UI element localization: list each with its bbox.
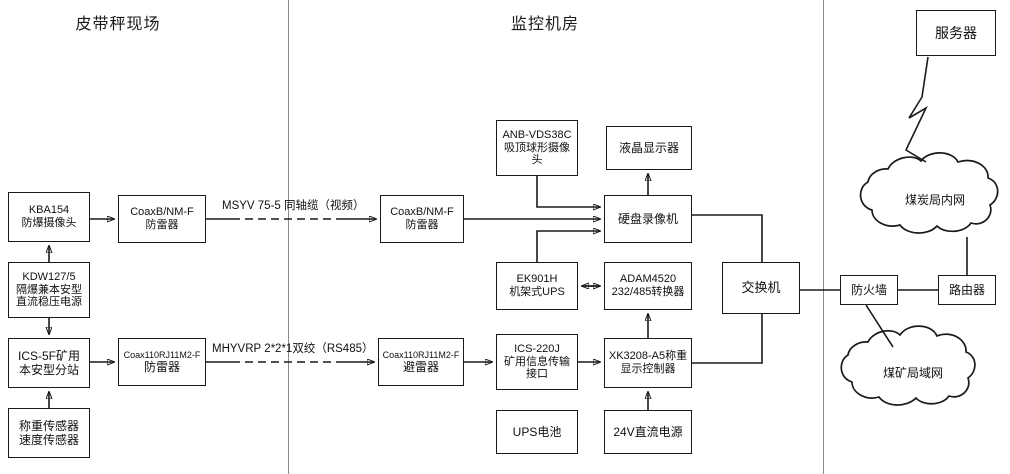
wire-anb-camera-to-dvr <box>536 176 600 207</box>
node-kba154-line-1: KBA154 <box>28 204 70 217</box>
node-coaxb-nmf-room[interactable]: CoaxB/NM-F 防雷器 <box>380 195 464 243</box>
node-sensors[interactable]: 称重传感器 速度传感器 <box>8 408 90 458</box>
wire-server-to-coal-bureau-intranet <box>904 56 929 163</box>
node-coax110-room[interactable]: Coax110RJ11M2-F 避雷器 <box>378 338 464 386</box>
node-adam4520-line-2: 232/485转换器 <box>611 286 685 298</box>
zone-divider-right <box>823 0 824 474</box>
node-router[interactable]: 路由器 <box>938 275 996 305</box>
cloud-label-coal-mine-lan: 煤矿局域网 <box>882 366 943 380</box>
node-dc24v-label: 24V直流电源 <box>613 424 683 439</box>
node-kba154-line-2: 防爆摄像头 <box>21 217 77 229</box>
zone-title-monitoring-room: 监控机房 <box>510 16 579 33</box>
node-anb-camera-line-2: 吸顶球形摄像 <box>504 141 570 154</box>
node-ics5f-line-1: ICS-5F矿用 <box>17 348 80 363</box>
node-kdw127-power[interactable]: KDW127/5 隔爆兼本安型 直流稳压电源 <box>8 262 90 318</box>
node-ics220j-line-3: 接口 <box>526 368 548 381</box>
node-kdw127-line-2: 隔爆兼本安型 <box>16 283 82 296</box>
node-sensors-line-1: 称重传感器 <box>18 418 79 433</box>
node-coax110-field[interactable]: Coax110RJ11M2-F 防雷器 <box>118 338 206 386</box>
node-dvr-label: 硬盘录像机 <box>617 211 678 226</box>
node-router-label: 路由器 <box>948 282 985 297</box>
node-coax110-room-line-2: 避雷器 <box>402 360 439 375</box>
node-dvr[interactable]: 硬盘录像机 <box>604 195 692 243</box>
node-coax110-room-line-1: Coax110RJ11M2-F <box>382 349 460 360</box>
node-ics5f-line-2: 本安型分站 <box>18 363 79 377</box>
node-lcd-monitor[interactable]: 液晶显示器 <box>606 126 692 170</box>
node-adam4520-converter[interactable]: ADAM4520 232/485转换器 <box>604 262 692 310</box>
node-firewall-label: 防火墙 <box>850 282 887 297</box>
node-ics220j-line-1: ICS-220J <box>514 342 560 355</box>
node-coaxb-room-line-1: CoaxB/NM-F <box>390 206 454 219</box>
node-coax110-field-line-1: Coax110RJ11M2-F <box>123 349 201 360</box>
node-coaxb-room-line-2: 防雷器 <box>405 219 439 231</box>
cloud-label-coal-bureau-intranet: 煤炭局内网 <box>904 193 965 207</box>
wire-ek901h-to-dvr <box>536 231 600 262</box>
node-anb-camera-line-3: 头 <box>531 154 543 167</box>
node-coaxb-field-line-2: 防雷器 <box>145 219 179 231</box>
node-ics5f-substation[interactable]: ICS-5F矿用 本安型分站 <box>8 338 90 388</box>
node-coaxb-nmf-field[interactable]: CoaxB/NM-F 防雷器 <box>118 195 206 243</box>
node-ups-battery[interactable]: UPS电池 <box>496 410 578 454</box>
node-server[interactable]: 服务器 <box>916 10 996 56</box>
node-dc24v-power[interactable]: 24V直流电源 <box>604 410 692 454</box>
node-coax110-field-line-2: 防雷器 <box>143 360 180 375</box>
node-sensors-line-2: 速度传感器 <box>18 433 79 447</box>
node-kba154[interactable]: KBA154 防爆摄像头 <box>8 192 90 242</box>
node-ek901h-ups[interactable]: EK901H 机架式UPS <box>496 262 578 310</box>
node-xk3208-line-1: XK3208-A5称重 <box>608 350 688 363</box>
wire-xk3208-to-switch <box>692 314 763 364</box>
node-ek901h-line-1: EK901H <box>516 273 558 286</box>
node-adam4520-line-1: ADAM4520 <box>619 273 677 286</box>
cable-label-rs485: MHYVRP 2*2*1双绞（RS485） <box>212 343 374 355</box>
node-switch[interactable]: 交换机 <box>722 262 800 314</box>
wire-firewall-to-coal-mine-lan <box>865 304 894 348</box>
node-xk3208-line-2: 显示控制器 <box>620 363 676 375</box>
zone-divider-left <box>288 0 289 474</box>
wire-dvr-to-switch <box>692 214 763 262</box>
node-ics220j-interface[interactable]: ICS-220J 矿用信息传输 接口 <box>496 334 578 390</box>
node-ek901h-line-2: 机架式UPS <box>509 286 565 298</box>
node-firewall[interactable]: 防火墙 <box>840 275 898 305</box>
node-kdw127-line-1: KDW127/5 <box>22 270 76 283</box>
node-anb-vds38c-camera[interactable]: ANB-VDS38C 吸顶球形摄像 头 <box>496 120 578 176</box>
node-ups-battery-label: UPS电池 <box>512 424 562 439</box>
node-lcd-monitor-label: 液晶显示器 <box>618 140 679 155</box>
node-server-label: 服务器 <box>935 24 977 41</box>
node-xk3208-controller[interactable]: XK3208-A5称重 显示控制器 <box>604 338 692 388</box>
node-kdw127-line-3: 直流稳压电源 <box>16 296 82 309</box>
node-switch-label: 交换机 <box>741 280 781 296</box>
node-ics220j-line-2: 矿用信息传输 <box>504 355 570 368</box>
node-coaxb-field-line-1: CoaxB/NM-F <box>130 206 194 219</box>
cable-label-video: MSYV 75-5 同轴缆（视频） <box>222 200 365 212</box>
zone-title-belt-scale-site: 皮带秤现场 <box>75 16 161 33</box>
node-anb-camera-line-1: ANB-VDS38C <box>502 128 572 141</box>
